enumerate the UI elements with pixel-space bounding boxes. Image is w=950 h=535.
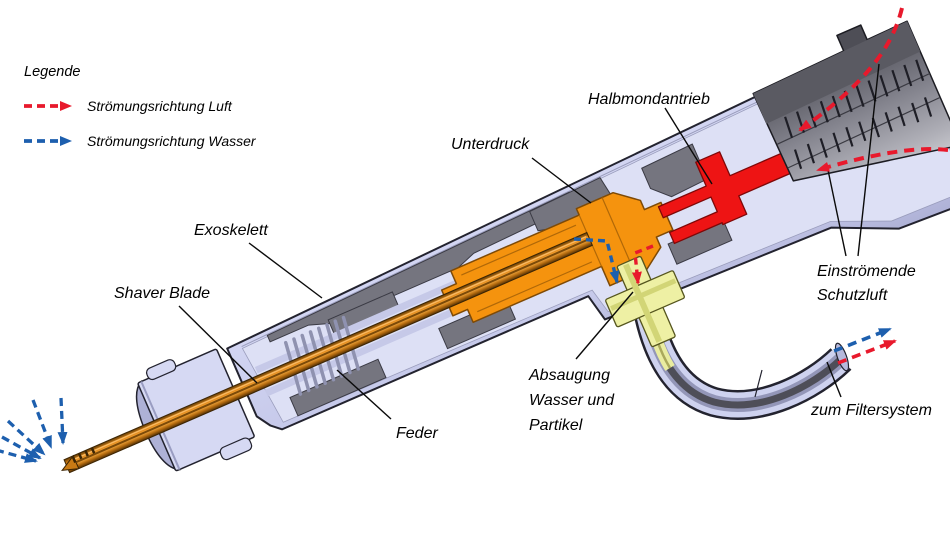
air-outflow-arrow <box>837 339 897 365</box>
water-internal-arrow <box>573 237 620 284</box>
blade-teeth <box>71 447 96 464</box>
water-inflow-arrows <box>0 397 68 463</box>
water-flow-arrow-icon <box>24 136 72 146</box>
leader-exoskelett <box>248 242 323 299</box>
legend-title: Legende <box>24 64 81 80</box>
leader-filtersystem <box>826 361 842 398</box>
spline-teeth <box>784 59 933 170</box>
label-feder: Feder <box>396 425 438 442</box>
motor-section <box>752 20 950 182</box>
leader-feder <box>336 369 392 420</box>
leader-shaver-blade <box>178 305 258 384</box>
label-shaver-blade: Shaver Blade <box>114 285 211 302</box>
label-halbmondantrieb: Halbmondantrieb <box>588 91 710 108</box>
leader-unterdruck <box>531 157 592 204</box>
leader-lines <box>178 63 880 420</box>
air-flow-arrow-icon <box>24 101 72 111</box>
leader-einstroemende-2 <box>857 63 880 257</box>
label-zum-filtersystem: zum Filtersystem <box>811 402 932 419</box>
leader-halbmondantrieb <box>664 107 713 185</box>
water-outflow-arrow <box>833 327 892 353</box>
suction-tube <box>631 297 852 420</box>
label-absaugung: Absaugung Wasser und Partikel <box>529 367 615 434</box>
legend-item-air: Strömungsrichtung Luft <box>22 98 232 114</box>
label-unterdruck: Unterdruck <box>451 136 530 153</box>
label-exoskelett: Exoskelett <box>194 222 268 239</box>
leader-absaugung <box>575 291 634 360</box>
legend-label-air: Strömungsrichtung Luft <box>87 98 232 114</box>
halbmond-drive <box>657 150 801 245</box>
legend-item-water: Strömungsrichtung Wasser <box>22 133 256 149</box>
air-inflow-arrows <box>798 7 949 172</box>
handpiece <box>61 20 950 474</box>
label-einstroemende-schutzluft: Einströmende Schutzluft <box>817 263 916 304</box>
legend-label-water: Strömungsrichtung Wasser <box>87 133 256 149</box>
flow-arrows <box>0 7 949 463</box>
leader-einstroemende-1 <box>827 169 847 257</box>
air-internal-arrow <box>631 244 654 285</box>
shaver-blade-shaft <box>61 231 594 474</box>
